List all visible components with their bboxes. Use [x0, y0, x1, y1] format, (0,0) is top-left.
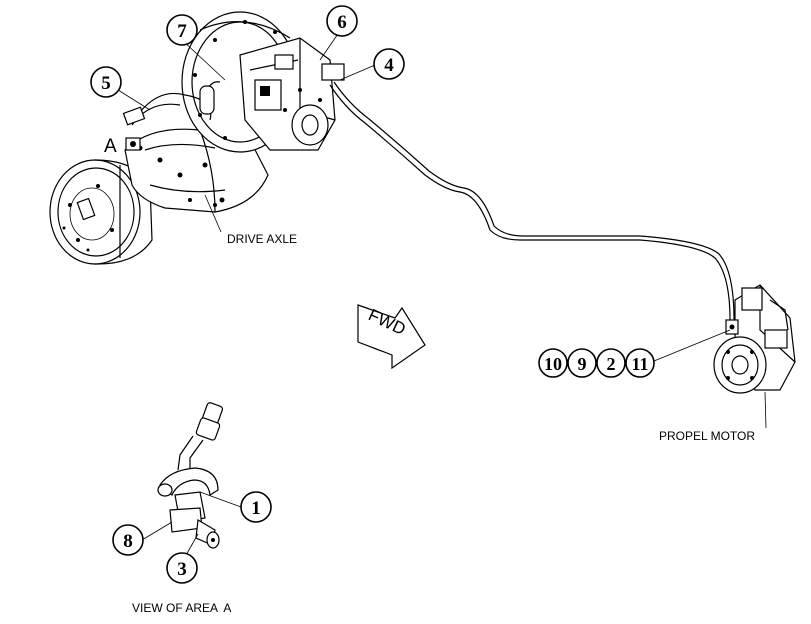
forward-arrow: FWD: [357, 304, 426, 370]
callout-2: 2: [596, 348, 626, 378]
callout-10: 10: [538, 348, 568, 378]
callout-7: 7: [166, 14, 198, 46]
area-a-marker: A: [104, 136, 117, 157]
wheel-hub: [49, 159, 153, 265]
callout-8-label: 8: [123, 531, 133, 552]
callout-2-label: 2: [607, 354, 616, 374]
callout-4: 4: [373, 48, 405, 80]
view-of-area-label: VIEW OF AREA A: [132, 601, 231, 615]
callout-8: 8: [112, 524, 144, 556]
callout-1: 1: [240, 491, 272, 523]
callout-11-label: 11: [631, 354, 648, 374]
callout-9: 9: [567, 348, 597, 378]
leader-lines: [117, 27, 767, 558]
callout-7-label: 7: [177, 21, 187, 42]
hydraulic-hose: [329, 81, 735, 321]
callout-1-label: 1: [251, 498, 261, 519]
callout-5: 5: [90, 66, 122, 98]
callout-6-label: 6: [337, 12, 347, 33]
callout-6: 6: [326, 5, 358, 37]
drive-axle-assembly: [49, 11, 345, 265]
callout-9-label: 9: [578, 354, 587, 374]
area-a-detail: [157, 402, 224, 549]
callout-11: 11: [625, 348, 655, 378]
callout-10-label: 10: [544, 354, 562, 374]
callout-3-label: 3: [177, 559, 187, 580]
callout-5-label: 5: [101, 73, 111, 94]
callout-4-label: 4: [384, 55, 394, 76]
propel-motor-label: PROPEL MOTOR: [659, 429, 755, 443]
callout-3: 3: [166, 552, 198, 584]
drive-axle-label: DRIVE AXLE: [227, 232, 297, 246]
propel-motor-assembly: [713, 284, 796, 394]
